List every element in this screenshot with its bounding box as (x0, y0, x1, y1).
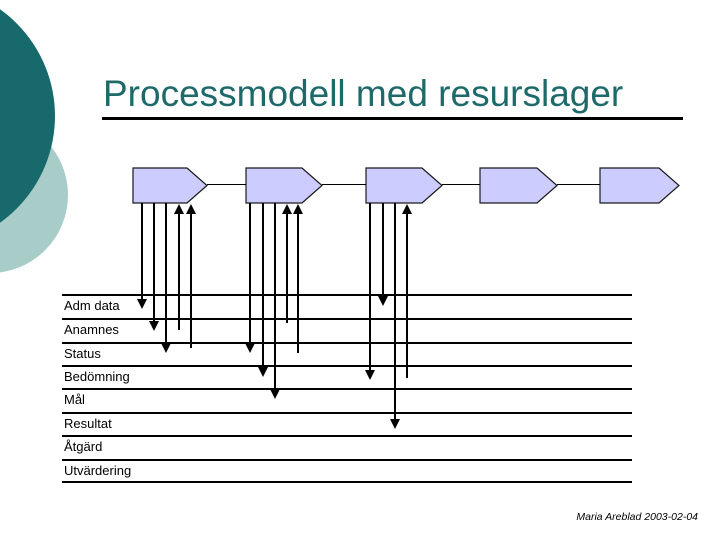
flow-line-up-status-4 (190, 212, 192, 348)
resource-line-bottom (62, 481, 632, 483)
resource-label-adm-data: Adm data (64, 298, 120, 313)
flow-line-down-m-l-7 (274, 203, 276, 391)
flow-line-up-status-9 (297, 212, 299, 353)
resource-label-resultat: Resultat (64, 416, 112, 431)
process-step-4-polygon (479, 167, 558, 204)
resource-label-bed-mning: Bedömning (64, 369, 130, 384)
resource-line-5 (62, 388, 632, 390)
resource-line-7 (62, 435, 632, 437)
arrowhead-up-status-9 (293, 204, 303, 214)
resource-label-utv-rdering: Utvärdering (64, 463, 132, 478)
process-connector-4 (557, 184, 600, 186)
flow-line-down-bed-mning-6 (262, 203, 264, 369)
arrowhead-down-adm-data-11 (378, 296, 388, 306)
resource-line-6 (62, 412, 632, 414)
resource-line-3 (62, 342, 632, 344)
arrowhead-down-status-5 (245, 343, 255, 353)
arrowhead-up-bed-mning-13 (402, 204, 412, 214)
flow-line-down-resultat-12 (394, 203, 396, 421)
process-step-3-polygon (365, 167, 443, 204)
resource-line-2 (62, 318, 632, 320)
resource-label-anamnes: Anamnes (64, 322, 119, 337)
flow-line-down-adm-data-11 (382, 203, 384, 298)
flow-line-up-bed-mning-13 (406, 212, 408, 378)
arrowhead-down-status-2 (161, 343, 171, 353)
arrowhead-up-anamnes-8 (282, 204, 292, 214)
process-connector-2 (322, 184, 366, 186)
resource-line-1 (62, 294, 632, 296)
flow-line-down-bed-mning-10 (369, 203, 371, 372)
resource-label-m-l: Mål (64, 392, 85, 407)
flow-line-up-anamnes-3 (178, 212, 180, 330)
title-underline (102, 117, 683, 120)
flow-line-down-status-5 (249, 203, 251, 345)
arrowhead-down-adm-data-0 (137, 299, 147, 309)
process-step-1-polygon (132, 167, 208, 204)
resource-label--tg-rd: Åtgärd (64, 439, 103, 454)
process-step-2 (245, 167, 323, 204)
resource-line-8 (62, 459, 632, 461)
process-step-5 (599, 167, 680, 204)
resource-label-status: Status (64, 346, 101, 361)
arrowhead-up-anamnes-3 (174, 204, 184, 214)
arrowhead-up-status-4 (186, 204, 196, 214)
flow-line-down-adm-data-0 (141, 203, 143, 301)
process-step-3 (365, 167, 443, 204)
process-connector-1 (207, 184, 246, 186)
resource-line-4 (62, 365, 632, 367)
arrowhead-down-anamnes-1 (149, 321, 159, 331)
process-step-5-polygon (599, 167, 680, 204)
process-step-4 (479, 167, 558, 204)
slide-title: Processmodell med resurslager (103, 73, 624, 114)
flow-line-down-anamnes-1 (153, 203, 155, 323)
process-step-1 (132, 167, 208, 204)
process-step-2-polygon (245, 167, 323, 204)
arrowhead-down-bed-mning-6 (258, 367, 268, 377)
arrowhead-down-m-l-7 (270, 389, 280, 399)
arrowhead-down-bed-mning-10 (365, 370, 375, 380)
process-connector-3 (442, 184, 480, 186)
arrowhead-down-resultat-12 (390, 419, 400, 429)
footer-credit: Maria Areblad 2003-02-04 (576, 511, 698, 523)
flow-line-up-anamnes-8 (286, 212, 288, 323)
flow-line-down-status-2 (165, 203, 167, 345)
